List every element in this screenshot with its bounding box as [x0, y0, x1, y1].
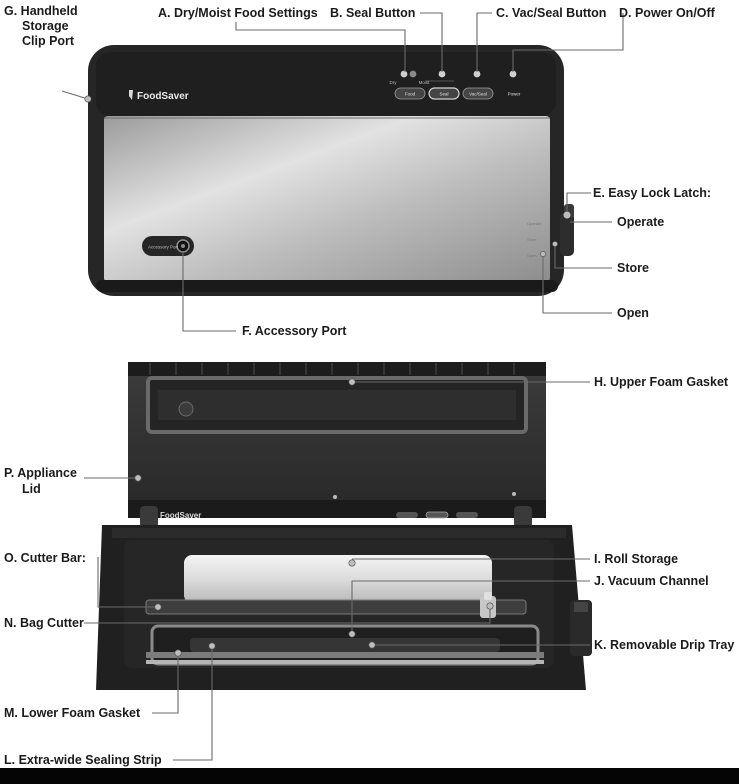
- vacseal-indicator-light: [473, 70, 481, 78]
- seal-button[interactable]: [428, 87, 460, 100]
- bottom-border-bar: [0, 768, 739, 784]
- callout-p-line1: P. Appliance: [4, 466, 77, 480]
- mode-indicator-moist: [409, 70, 417, 78]
- steel-front-panel: [104, 116, 550, 282]
- callout-g-line2: Storage: [22, 19, 69, 33]
- mode-indicator-dry: [400, 70, 408, 78]
- seal-indicator-light: [438, 70, 446, 78]
- callout-m: M. Lower Foam Gasket: [4, 706, 141, 720]
- food-button[interactable]: [394, 87, 426, 100]
- easy-lock-latch[interactable]: Operate Store Open: [527, 204, 574, 258]
- food-button-label: Food: [405, 92, 416, 97]
- removable-drip-tray: [190, 638, 500, 652]
- control-panel-strip: [96, 52, 556, 116]
- callout-a: A. Dry/Moist Food Settings: [158, 6, 318, 20]
- callout-l: L. Extra-wide Sealing Strip: [4, 753, 162, 767]
- leader-lines: [61, 12, 624, 761]
- brand-name: FoodSaver: [137, 91, 189, 102]
- closed-appliance: [88, 45, 564, 296]
- callout-g-line3: Clip Port: [22, 34, 75, 48]
- mode-label-moist: Moist: [419, 80, 431, 85]
- callout-o: O. Cutter Bar:: [4, 551, 86, 565]
- callout-e-store: Store: [617, 261, 649, 275]
- callout-dots: [84, 95, 558, 657]
- power-indicator-light: [509, 70, 517, 78]
- callout-j: J. Vacuum Channel: [594, 574, 709, 588]
- lower-foam-gasket: [146, 652, 544, 658]
- callout-c: C. Vac/Seal Button: [496, 6, 607, 20]
- foodsaver-logo: FoodSaver: [129, 90, 189, 102]
- latch-mark-operate: Operate: [527, 221, 542, 226]
- control-panel: Dry Moist Food Seal Vac/Seal Power: [390, 70, 521, 100]
- callout-e-open: Open: [617, 306, 649, 320]
- callout-n: N. Bag Cutter: [4, 616, 84, 630]
- accessory-port[interactable]: Accessory Port: [142, 236, 194, 256]
- callout-k: K. Removable Drip Tray: [594, 638, 735, 652]
- bag-roll: [184, 555, 492, 603]
- base-brand-name: FoodSaver: [160, 511, 201, 520]
- mode-label-dry: Dry: [390, 80, 398, 85]
- callout-b: B. Seal Button: [330, 6, 416, 20]
- callout-e: E. Easy Lock Latch:: [593, 186, 712, 200]
- cutter-bar: [145, 599, 527, 615]
- open-appliance: FoodSaver: [96, 362, 592, 690]
- accessory-port-text: Accessory Port: [148, 245, 179, 250]
- callout-g-line1: G. Handheld: [4, 4, 78, 18]
- latch-mark-store: Store: [527, 237, 537, 242]
- callout-e-operate: Operate: [617, 215, 665, 229]
- callout-i: I. Roll Storage: [594, 552, 679, 566]
- callout-h: H. Upper Foam Gasket: [594, 375, 729, 389]
- power-button-label: Power: [508, 92, 521, 97]
- sealing-strip: [146, 660, 544, 664]
- seal-button-label: Seal: [439, 92, 448, 97]
- latch-mark-open: Open: [527, 253, 537, 258]
- callout-d: D. Power On/Off: [619, 6, 715, 20]
- vac-seal-button-label: Vac/Seal: [469, 92, 487, 97]
- callout-p-line2: Lid: [22, 482, 41, 496]
- vac-seal-button[interactable]: [462, 87, 494, 100]
- callout-f: F. Accessory Port: [242, 324, 347, 338]
